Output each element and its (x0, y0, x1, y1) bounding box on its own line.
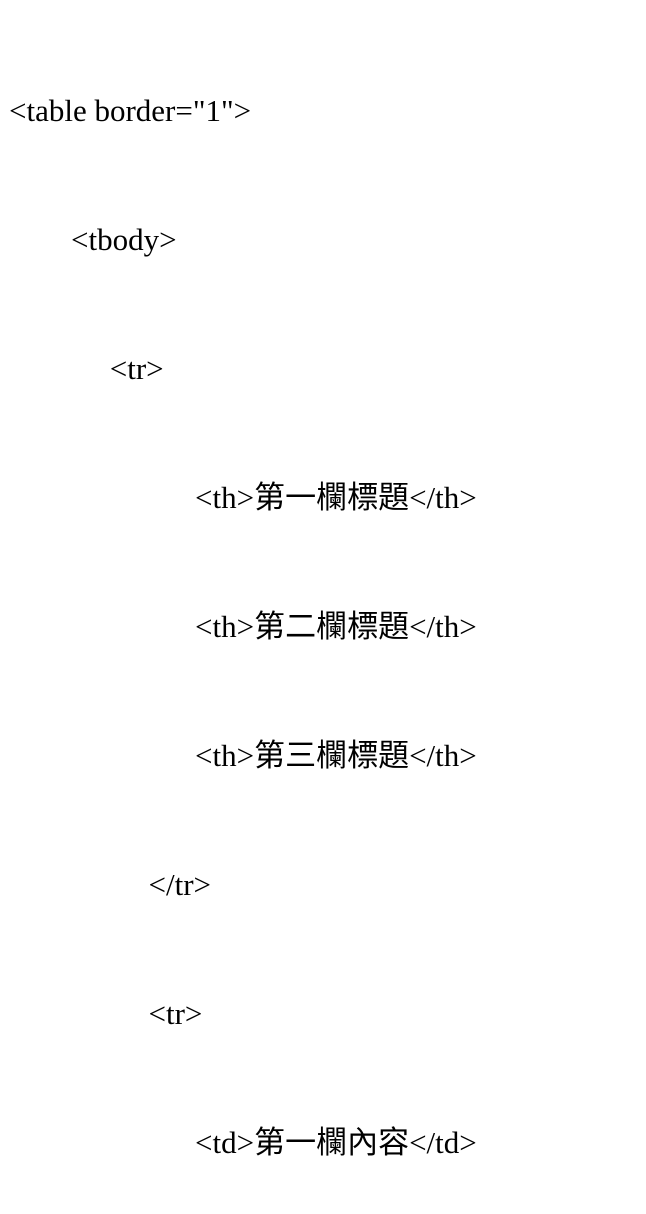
code-line: <th>第一欄標題</th> (9, 480, 477, 515)
code-line: <tr> (9, 996, 203, 1031)
code-line: <th>第三欄標題</th> (9, 738, 477, 773)
code-line: <tr> (9, 351, 164, 386)
code-line: <th>第二欄標題</th> (9, 609, 477, 644)
code-block: <table border="1"> <tbody> <tr> <th>第一欄標… (9, 93, 477, 1160)
code-line: <table border="1"> (9, 93, 252, 128)
code-line: <td>第一欄內容</td> (9, 1125, 477, 1160)
code-line: <tbody> (9, 222, 177, 257)
code-line: </tr> (9, 867, 212, 902)
